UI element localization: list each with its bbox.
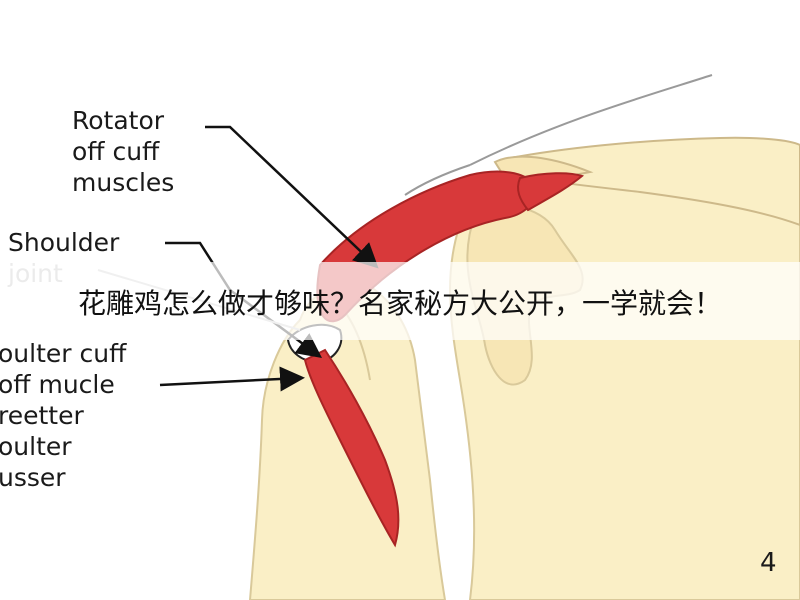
- label-line: oulter: [0, 432, 72, 461]
- label-rotator-cuff: Rotator off cuff muscles: [72, 105, 174, 198]
- label-line: usser: [0, 463, 66, 492]
- lower-muscle: [303, 348, 400, 548]
- label-line: oulter cuff: [0, 339, 127, 368]
- rotator-arrow: [205, 125, 379, 269]
- body-outline: [469, 74, 713, 166]
- label-line: Shoulder: [8, 228, 120, 257]
- title-banner: [0, 262, 800, 340]
- body-outline-left: [404, 164, 471, 196]
- label-line: off cuff: [72, 137, 160, 166]
- page-number: 4: [760, 548, 777, 578]
- label-line: reetter: [0, 401, 84, 430]
- label-lower-cuff: oulter cuff off mucle reetter oulter uss…: [0, 338, 126, 493]
- label-line: muscles: [72, 168, 175, 197]
- clavicle-bone: [499, 136, 800, 227]
- lower-arrow: [159, 366, 305, 392]
- label-line: Rotator: [72, 106, 165, 135]
- label-line: off mucle: [0, 370, 115, 399]
- rotator-tendon: [517, 172, 585, 212]
- banner-title: 花雕鸡怎么做才够味？名家秘方大公开，一学就会！: [77, 287, 722, 320]
